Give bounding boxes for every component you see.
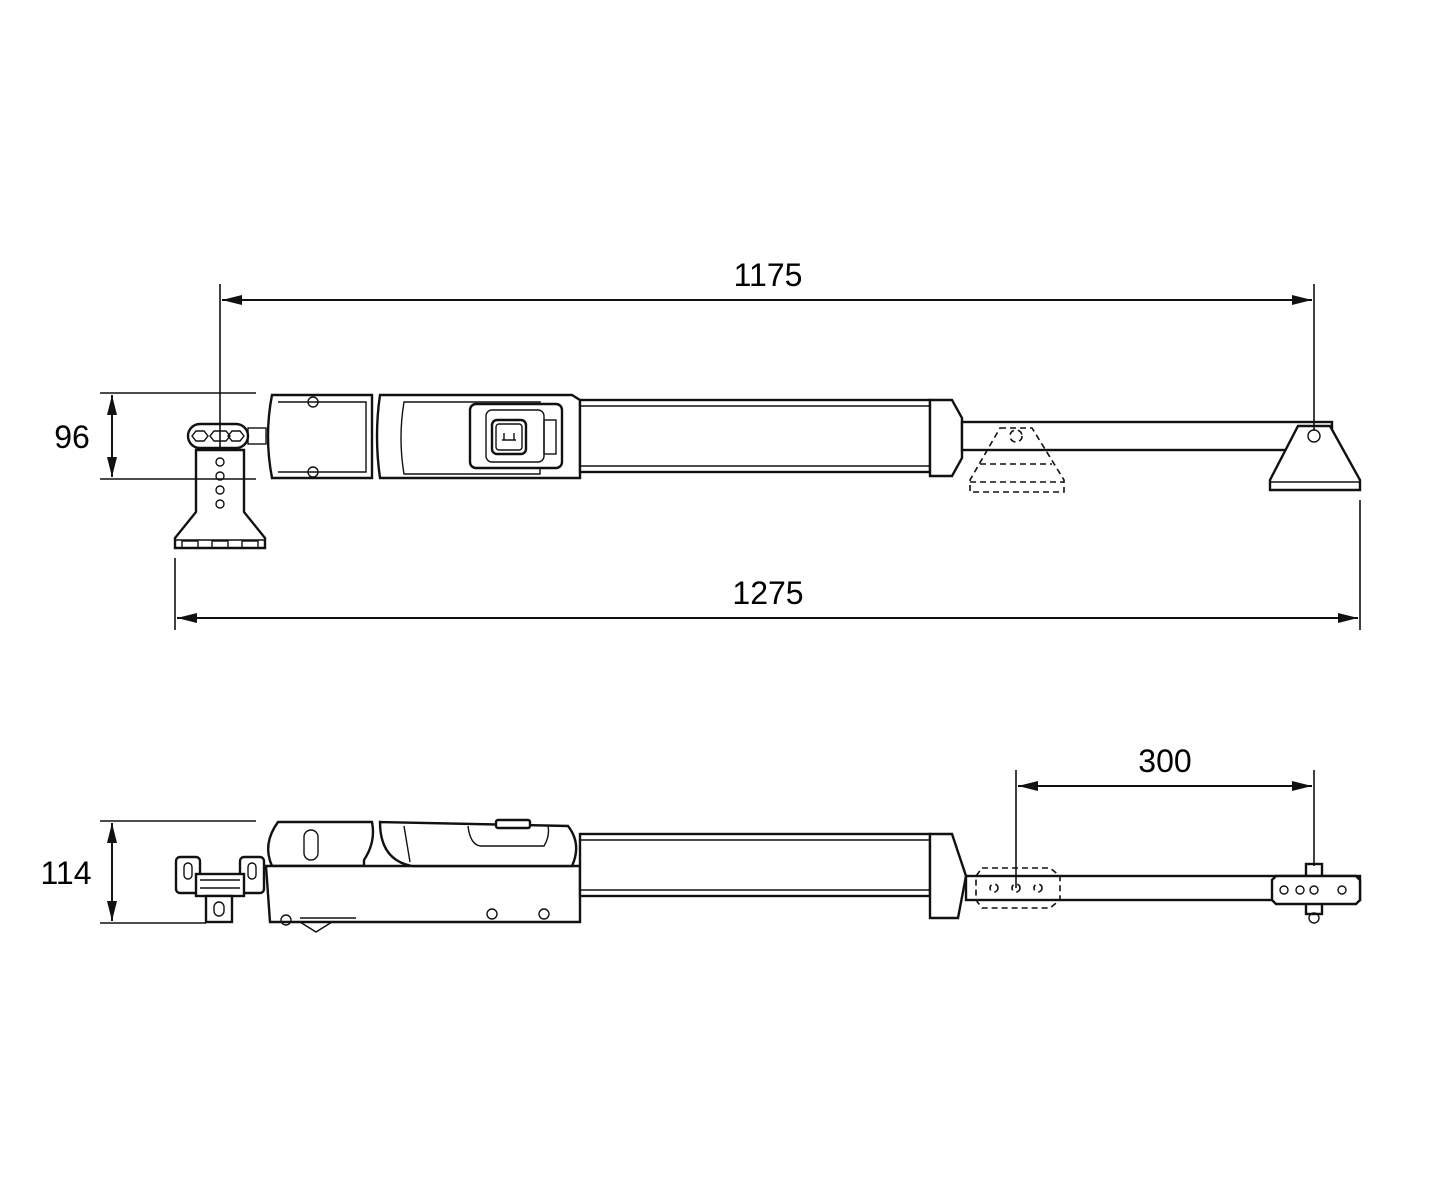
top-rear-bracket-retracted [969, 427, 1065, 493]
side-end-cap [928, 832, 968, 920]
top-motor-housing [266, 393, 582, 480]
side-front-bracket [174, 855, 266, 924]
dimension-label-1275: 1275 [732, 575, 803, 611]
dimension-96: 96 [54, 392, 256, 480]
dimension-300: 300 [1015, 743, 1315, 888]
dimension-label-96: 96 [54, 419, 90, 455]
dimension-label-300: 300 [1138, 743, 1191, 779]
dimension-label-114: 114 [40, 855, 91, 891]
side-rod-clamp-retracted [975, 867, 1061, 909]
side-motor-housing [264, 818, 582, 933]
top-rear-bracket [1268, 424, 1362, 492]
top-main-tube [578, 398, 932, 474]
side-main-tube [578, 832, 932, 898]
side-view: 300 114 [40, 743, 1362, 933]
top-piston-rod [960, 420, 1334, 452]
dimension-1175: 1175 [219, 257, 1315, 450]
side-rod-clamp [1270, 862, 1362, 924]
top-end-cap [928, 398, 964, 478]
top-view: 1175 1275 96 [54, 257, 1362, 630]
top-front-bracket [173, 422, 267, 550]
dimension-114: 114 [40, 820, 256, 924]
dimension-1275: 1275 [174, 500, 1361, 630]
dimension-label-1175: 1175 [734, 257, 803, 293]
